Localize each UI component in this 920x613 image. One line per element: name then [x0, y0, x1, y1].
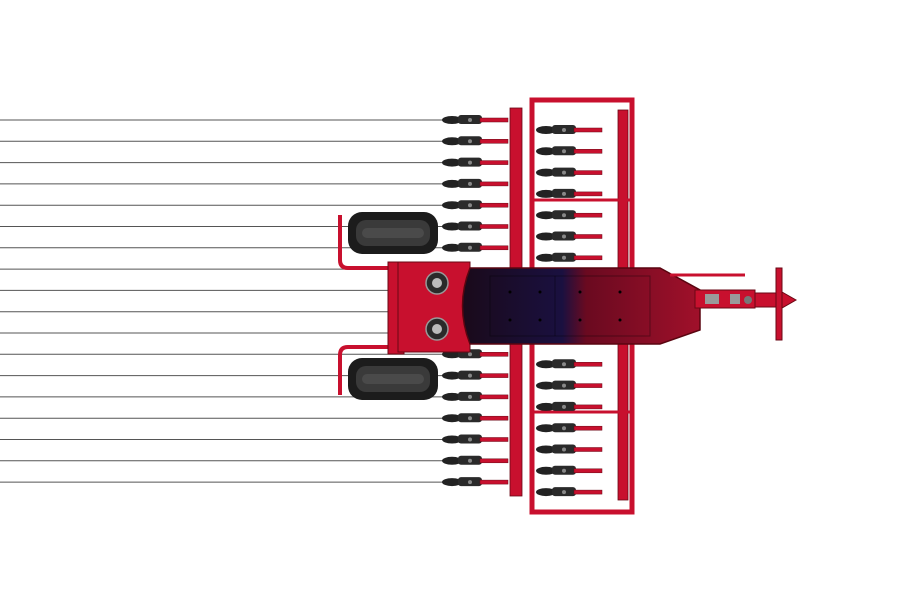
coulter-unit: [442, 200, 509, 210]
coulter-unit: [536, 210, 603, 220]
coulter-unit: [442, 455, 509, 465]
coulter-unit: [442, 136, 509, 146]
chassis: [397, 261, 471, 353]
coulter-unit: [536, 146, 603, 156]
coulter-unit: [442, 115, 509, 124]
coulter-unit: [536, 252, 603, 262]
coulter-unit: [536, 125, 603, 134]
coulter-unit: [442, 370, 509, 380]
drawbar-hitch: [670, 267, 798, 341]
coulter-unit: [442, 434, 509, 444]
coulter-unit: [536, 188, 603, 198]
coulter-unit: [442, 178, 509, 188]
coulter-unit: [442, 391, 509, 401]
coulter-unit: [536, 380, 603, 390]
coulter-unit: [442, 221, 509, 231]
coulter-unit: [536, 423, 603, 433]
coulter-unit: [442, 413, 509, 423]
coulter-rows: [442, 115, 603, 497]
seed-hopper: [461, 267, 701, 345]
coulter-unit: [536, 167, 603, 177]
coulter-unit: [442, 477, 509, 487]
coulter-unit: [442, 157, 509, 167]
coulter-unit: [536, 444, 603, 454]
coulter-unit: [536, 465, 603, 475]
coulter-unit: [536, 359, 603, 369]
coulter-unit: [442, 242, 509, 252]
coulter-unit: [536, 401, 603, 411]
right-wheel: [348, 358, 438, 400]
left-wheel: [348, 212, 438, 254]
coulter-unit: [536, 231, 603, 241]
coulter-unit: [536, 487, 603, 497]
